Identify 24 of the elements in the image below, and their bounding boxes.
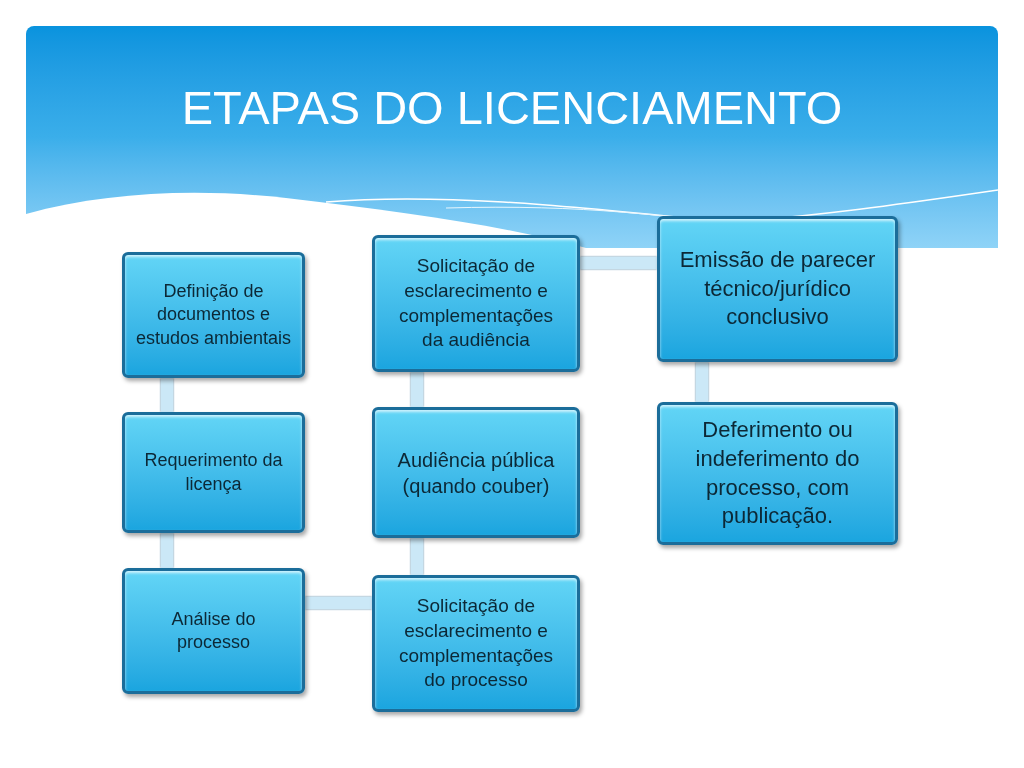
connector-bar [696, 362, 708, 402]
box-text: Análise do processo [170, 607, 257, 654]
box-text: Solicitação de esclarecimento e complementações da audiência [397, 254, 555, 353]
box-text: Audiência pública (quando couber) [396, 447, 556, 499]
connector-bar [411, 372, 423, 407]
box-text: Deferimento ou indeferimento do processo, com publicação. [694, 416, 861, 531]
process-box [657, 216, 898, 362]
connector-bar [161, 533, 173, 568]
process-box [372, 575, 580, 712]
box-text: Emissão de parecer técnico/jurídico conclusivo [678, 246, 877, 332]
process-box [122, 412, 305, 533]
connector-bar [580, 257, 657, 269]
process-box [122, 252, 305, 378]
process-box [657, 402, 898, 545]
process-box [372, 407, 580, 538]
process-box [122, 568, 305, 694]
process-box [372, 235, 580, 372]
box-text: Requerimento da licença [143, 449, 284, 496]
box-text: Definição de documentos e estudos ambientais [134, 279, 293, 350]
connector-bar [305, 597, 372, 609]
box-text: Solicitação de esclarecimento e complementações do processo [397, 594, 555, 693]
connector-bar [161, 378, 173, 412]
connector-bar [411, 538, 423, 575]
slide-title: ETAPAS DO LICENCIAMENTO [180, 80, 844, 136]
